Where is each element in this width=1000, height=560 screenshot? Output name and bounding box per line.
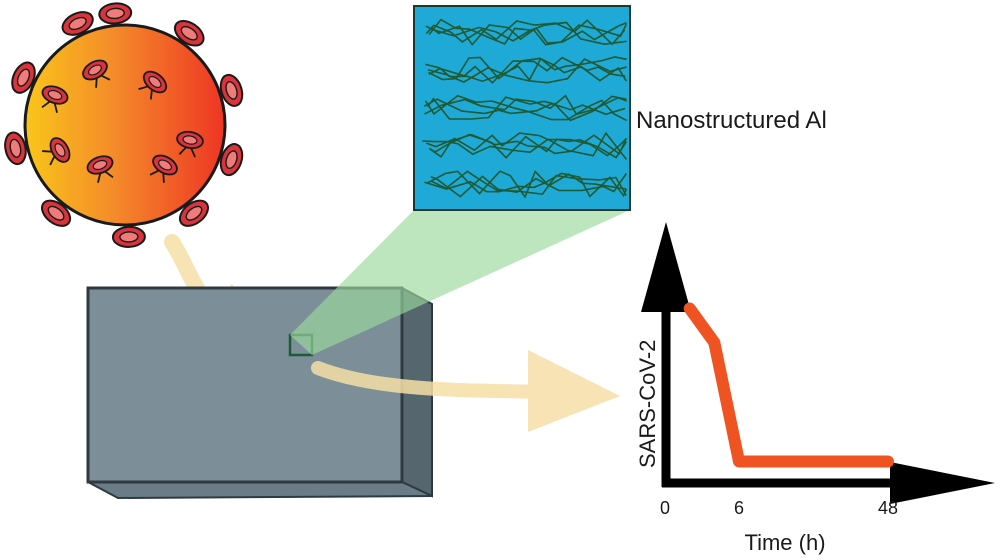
spike-protein-icon bbox=[173, 19, 205, 47]
nanofiber bbox=[426, 131, 627, 160]
aluminum-block-icon bbox=[86, 286, 433, 500]
spike-protein-icon bbox=[178, 199, 209, 227]
nanofiber bbox=[429, 133, 627, 156]
tick-label-6: 6 bbox=[734, 498, 744, 518]
nanofiber bbox=[430, 170, 627, 196]
decay-graph-icon: SARS-CoV-2 0 6 48 Time (h) bbox=[635, 222, 995, 555]
nanofiber bbox=[425, 21, 627, 46]
nanofiber bbox=[425, 57, 627, 83]
surface-label: Nanostructured Al bbox=[636, 107, 827, 134]
surface-spike-icon bbox=[149, 154, 178, 183]
surface-spike-icon bbox=[138, 70, 168, 100]
zoom-beam bbox=[290, 210, 630, 355]
spike-protein-icon bbox=[11, 61, 36, 94]
surface-spike-icon bbox=[82, 59, 111, 88]
x-axis-label: Time (h) bbox=[744, 530, 825, 555]
tick-label-48: 48 bbox=[878, 498, 898, 518]
spike-protein-icon bbox=[111, 225, 146, 248]
nanofiber bbox=[429, 133, 627, 159]
nanofiber bbox=[430, 173, 627, 198]
nanofiber bbox=[428, 56, 627, 81]
surface-spike-icon bbox=[86, 155, 114, 183]
nanostructure-zoom-icon bbox=[413, 5, 631, 211]
spike-protein-icon bbox=[219, 143, 244, 177]
nanofiber bbox=[426, 19, 625, 46]
spike-protein-icon bbox=[98, 2, 133, 25]
nanofiber bbox=[428, 18, 627, 46]
nanofiber bbox=[427, 170, 627, 199]
x-axis-arrowhead bbox=[890, 462, 995, 504]
result-arrow-icon bbox=[311, 350, 620, 432]
nanofiber bbox=[424, 172, 627, 198]
spike-protein-icon bbox=[61, 11, 94, 36]
surface-spike-icon bbox=[42, 137, 71, 166]
tick-label-0: 0 bbox=[660, 498, 670, 518]
nanofiber bbox=[427, 95, 627, 122]
surface-spike-icon bbox=[176, 130, 204, 158]
y-axis-arrowhead bbox=[641, 222, 691, 312]
nanofiber bbox=[424, 98, 626, 116]
decay-curve bbox=[683, 302, 894, 468]
spike-protein-icon bbox=[219, 73, 244, 107]
y-axis-label: SARS-CoV-2 bbox=[635, 340, 660, 468]
nanofiber bbox=[428, 56, 626, 84]
surface-spike-icon bbox=[41, 85, 69, 113]
nanofiber bbox=[422, 138, 627, 157]
nanofiber bbox=[427, 58, 627, 84]
virus-icon bbox=[4, 2, 244, 248]
spike-protein-icon bbox=[4, 131, 27, 166]
spike-protein-icon bbox=[41, 199, 72, 227]
